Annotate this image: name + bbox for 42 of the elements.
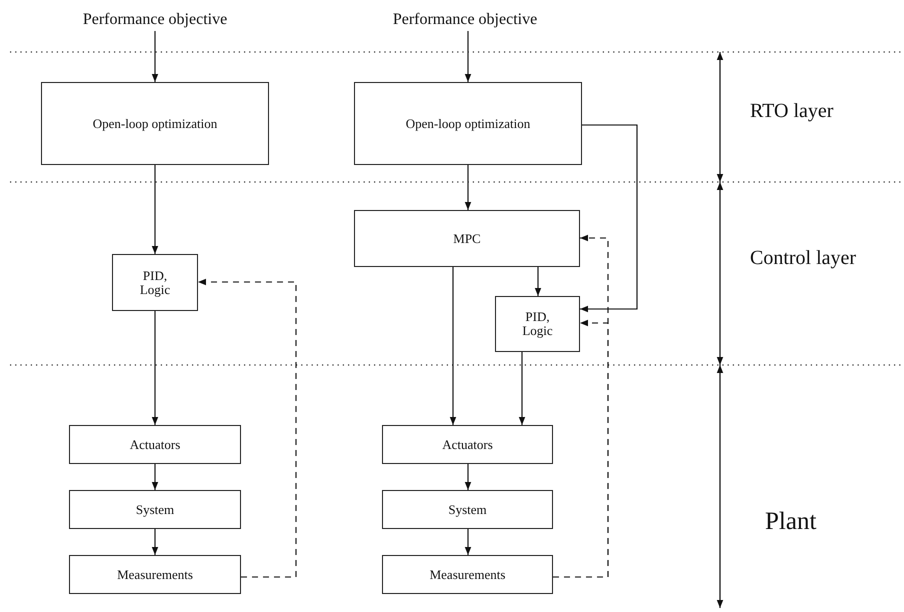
arrow	[464, 529, 472, 555]
arrow	[152, 464, 158, 490]
arrow	[152, 31, 158, 82]
box-label: PID, Logic	[138, 268, 172, 296]
process-box	[382, 555, 553, 594]
box-label: PID, Logic	[521, 310, 554, 338]
process-box	[495, 296, 580, 352]
feedback-arrow	[198, 278, 297, 578]
process-box	[382, 490, 553, 529]
arrow	[464, 464, 472, 490]
arrow	[580, 124, 638, 312]
box-label: Open-loop optimization	[406, 116, 530, 130]
process-box	[69, 425, 241, 464]
process-box	[354, 210, 580, 267]
arrow	[518, 352, 526, 425]
box-label: Measurements	[117, 568, 193, 582]
layer-label: Plant	[765, 508, 816, 536]
process-box	[69, 490, 241, 529]
arrow	[464, 31, 472, 82]
process-box	[382, 425, 553, 464]
arrow	[464, 165, 472, 210]
process-box	[69, 555, 241, 594]
feedback-arrow	[553, 320, 609, 578]
process-box	[41, 82, 269, 165]
process-box	[112, 254, 198, 311]
input-label: Performance objective	[392, 12, 538, 28]
box-label: Measurements	[430, 568, 506, 582]
box-label: Open-loop optimization	[92, 116, 218, 130]
arrow	[534, 267, 542, 296]
box-label: System	[136, 502, 174, 516]
process-box	[354, 82, 582, 165]
input-label: Performance objective	[82, 12, 228, 28]
box-label: Actuators	[130, 438, 180, 452]
layer-label: Control layer	[750, 247, 856, 270]
box-label: Actuators	[442, 438, 493, 452]
box-label: MPC	[453, 232, 481, 246]
box-label: System	[448, 502, 487, 516]
layer-label: RTO layer	[750, 100, 834, 123]
arrow	[450, 267, 456, 425]
arrow	[152, 529, 158, 555]
arrow	[152, 311, 158, 425]
arrow	[152, 165, 158, 254]
